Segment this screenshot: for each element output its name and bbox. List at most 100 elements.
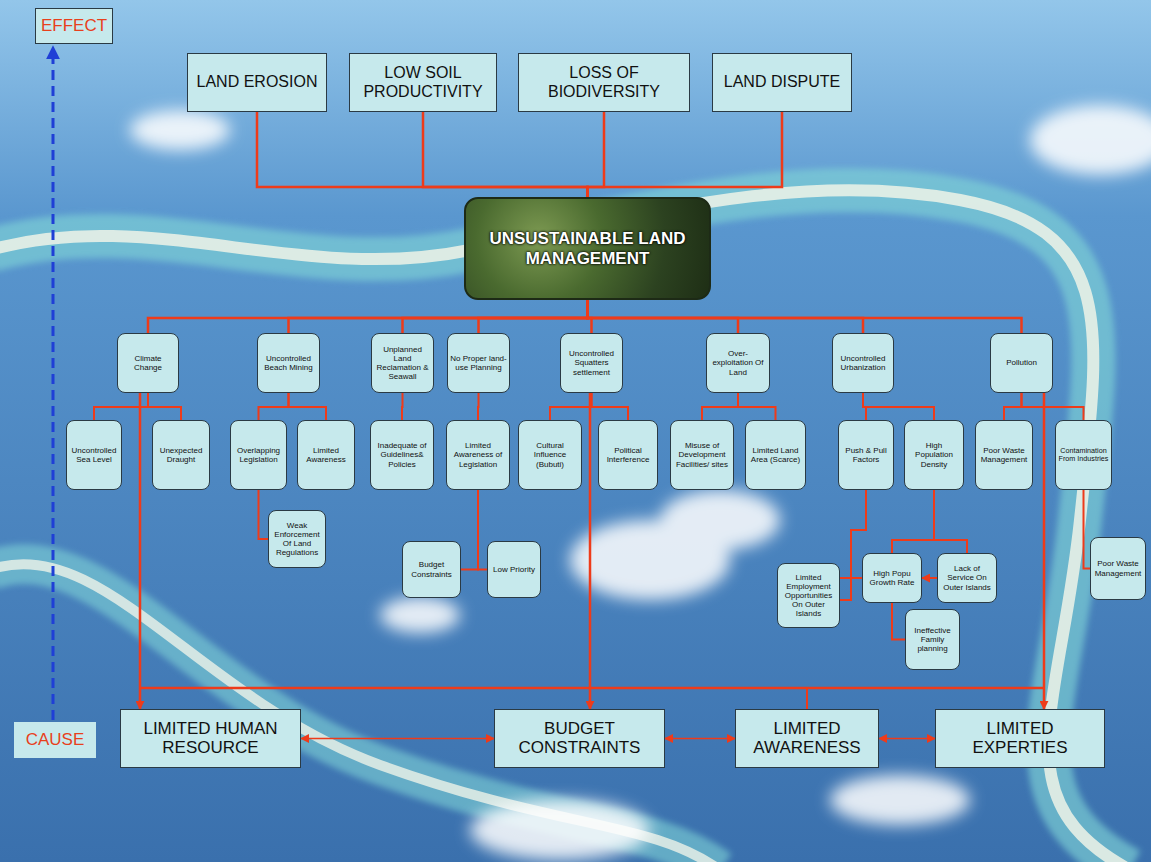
axis-label: CAUSE — [14, 722, 96, 758]
effect-box: LOW SOIL PRODUCTIVITY — [349, 53, 497, 112]
cause-bar-stub — [806, 688, 808, 709]
connector — [550, 393, 592, 420]
box-text: Ineffective Family planning — [908, 626, 957, 654]
box-text: High Popu Growth Rate — [865, 569, 919, 587]
connector — [588, 300, 739, 333]
core-problem-box: UNSUSTAINABLE LAND MANAGEMENT — [464, 197, 711, 300]
box-text: Overlapping Legislation — [233, 446, 284, 464]
sub-cause-box: Uncontrolled Sea Level — [66, 420, 122, 490]
connector — [588, 300, 864, 333]
connector — [665, 738, 735, 740]
sub-cause-box: Ineffective Family planning — [905, 609, 960, 670]
cause-effect-arrow — [52, 48, 55, 720]
box-text: Unplanned Land Reclamation & Seawall — [374, 345, 431, 382]
connector — [401, 393, 404, 420]
connector — [863, 393, 934, 420]
sub-cause-box: Limited Land Area (Scarce) — [745, 420, 806, 490]
atoll-rim — [0, 190, 1130, 862]
root-cause-box: LIMITED EXPERTIES — [935, 709, 1105, 768]
reef — [0, 564, 720, 862]
connector — [589, 393, 592, 709]
cause-box: Climate Change — [117, 333, 179, 393]
connector — [301, 738, 494, 740]
connector — [588, 112, 783, 197]
connector — [259, 490, 269, 539]
box-text: LIMITED HUMAN RESOURCE — [125, 720, 296, 757]
sub-cause-box: Weak Enforcement Of Land Regulations — [268, 510, 326, 568]
sub-cause-box: High Popu Growth Rate — [862, 553, 922, 603]
sub-cause-box: Limited Awareness of Legislation — [446, 420, 510, 490]
reef — [0, 190, 1130, 862]
sub-cause-box: Overlapping Legislation — [230, 420, 287, 490]
box-text: No Proper land-use Planning — [450, 354, 507, 372]
effect-box: LOSS OF BIODIVERSITY — [518, 53, 690, 112]
connector — [403, 300, 588, 333]
box-text: Lack of Service On Outer Islands — [940, 564, 994, 592]
connector — [738, 393, 776, 420]
box-text: UNSUSTAINABLE LAND MANAGEMENT — [474, 229, 701, 268]
cause-box: Over-exploitation Of Land — [706, 333, 770, 393]
box-text: Political Interference — [601, 446, 655, 464]
box-text: LAND EROSION — [192, 73, 322, 91]
atoll-rim — [0, 564, 720, 862]
box-text: Contamination From Industries — [1058, 447, 1109, 464]
connector — [289, 300, 588, 333]
box-text: BUDGET CONSTRAINTS — [499, 720, 660, 757]
connector — [423, 112, 588, 197]
sub-cause-box: Inadequate of Guidelines& Policies — [370, 420, 434, 490]
connector — [461, 490, 478, 570]
connector — [702, 393, 738, 420]
connector — [478, 490, 487, 570]
box-text: LIMITED EXPERTIES — [940, 720, 1100, 757]
box-text: LOSS OF BIODIVERSITY — [523, 64, 685, 101]
sub-cause-box: Lack of Service On Outer Islands — [937, 553, 997, 603]
box-text: Push & Pull Factors — [841, 446, 891, 464]
sub-cause-box: Misuse of Development Facilities/ sites — [670, 420, 734, 490]
box-text: Inadequate of Guidelines& Policies — [373, 441, 431, 469]
sub-cause-box: Poor Waste Management — [975, 420, 1033, 490]
root-cause-box: LIMITED HUMAN RESOURCE — [120, 709, 301, 768]
box-text: LOW SOIL PRODUCTIVITY — [354, 64, 492, 101]
sub-cause-box: Limited Awareness — [297, 420, 355, 490]
connector — [840, 577, 862, 579]
connector — [934, 490, 967, 553]
sub-cause-box: Unexpected Draught — [152, 420, 210, 490]
connector — [148, 300, 588, 333]
connector — [922, 577, 937, 579]
box-text: Weak Enforcement Of Land Regulations — [271, 521, 323, 558]
connector — [477, 393, 480, 420]
sub-cause-box: Budget Constraints — [402, 541, 461, 598]
connector — [479, 300, 588, 333]
box-text: High Population Density — [907, 441, 961, 469]
box-text: Uncontrolled Sea Level — [69, 446, 119, 464]
cause-box: No Proper land-use Planning — [447, 333, 510, 393]
connector — [139, 393, 142, 709]
box-text: Uncontrolled Beach Mining — [260, 354, 317, 372]
connector — [1022, 393, 1084, 420]
cause-box: Pollution — [990, 333, 1053, 393]
connector — [1043, 393, 1046, 709]
cause-box: Uncontrolled Squatters settlement — [560, 333, 623, 393]
sub-cause-box: Push & Pull Factors — [838, 420, 894, 490]
root-cause-box: LIMITED AWARENESS — [735, 709, 879, 768]
cause-box: Unplanned Land Reclamation & Seawall — [371, 333, 434, 393]
connector — [588, 112, 605, 197]
connector — [892, 490, 934, 553]
box-text: Limited Awareness of Legislation — [449, 441, 507, 469]
box-text: Over-exploitation Of Land — [709, 349, 767, 377]
box-text: Pollution — [993, 358, 1050, 367]
connector — [592, 393, 629, 420]
connector — [259, 393, 289, 420]
effect-box: LAND EROSION — [187, 53, 327, 112]
connector — [1004, 393, 1022, 420]
box-text: Uncontrolled Urbanization — [835, 354, 891, 372]
box-text: Budget Constraints — [405, 560, 458, 578]
box-text: Misuse of Development Facilities/ sites — [673, 441, 731, 469]
connector — [289, 393, 327, 420]
effect-box: LAND DISPUTE — [712, 53, 852, 112]
box-text: LAND DISPUTE — [717, 73, 847, 91]
box-text: Poor Waste Management — [978, 446, 1030, 464]
sub-cause-box: Contamination From Industries — [1055, 420, 1112, 490]
cause-box: Uncontrolled Urbanization — [832, 333, 894, 393]
